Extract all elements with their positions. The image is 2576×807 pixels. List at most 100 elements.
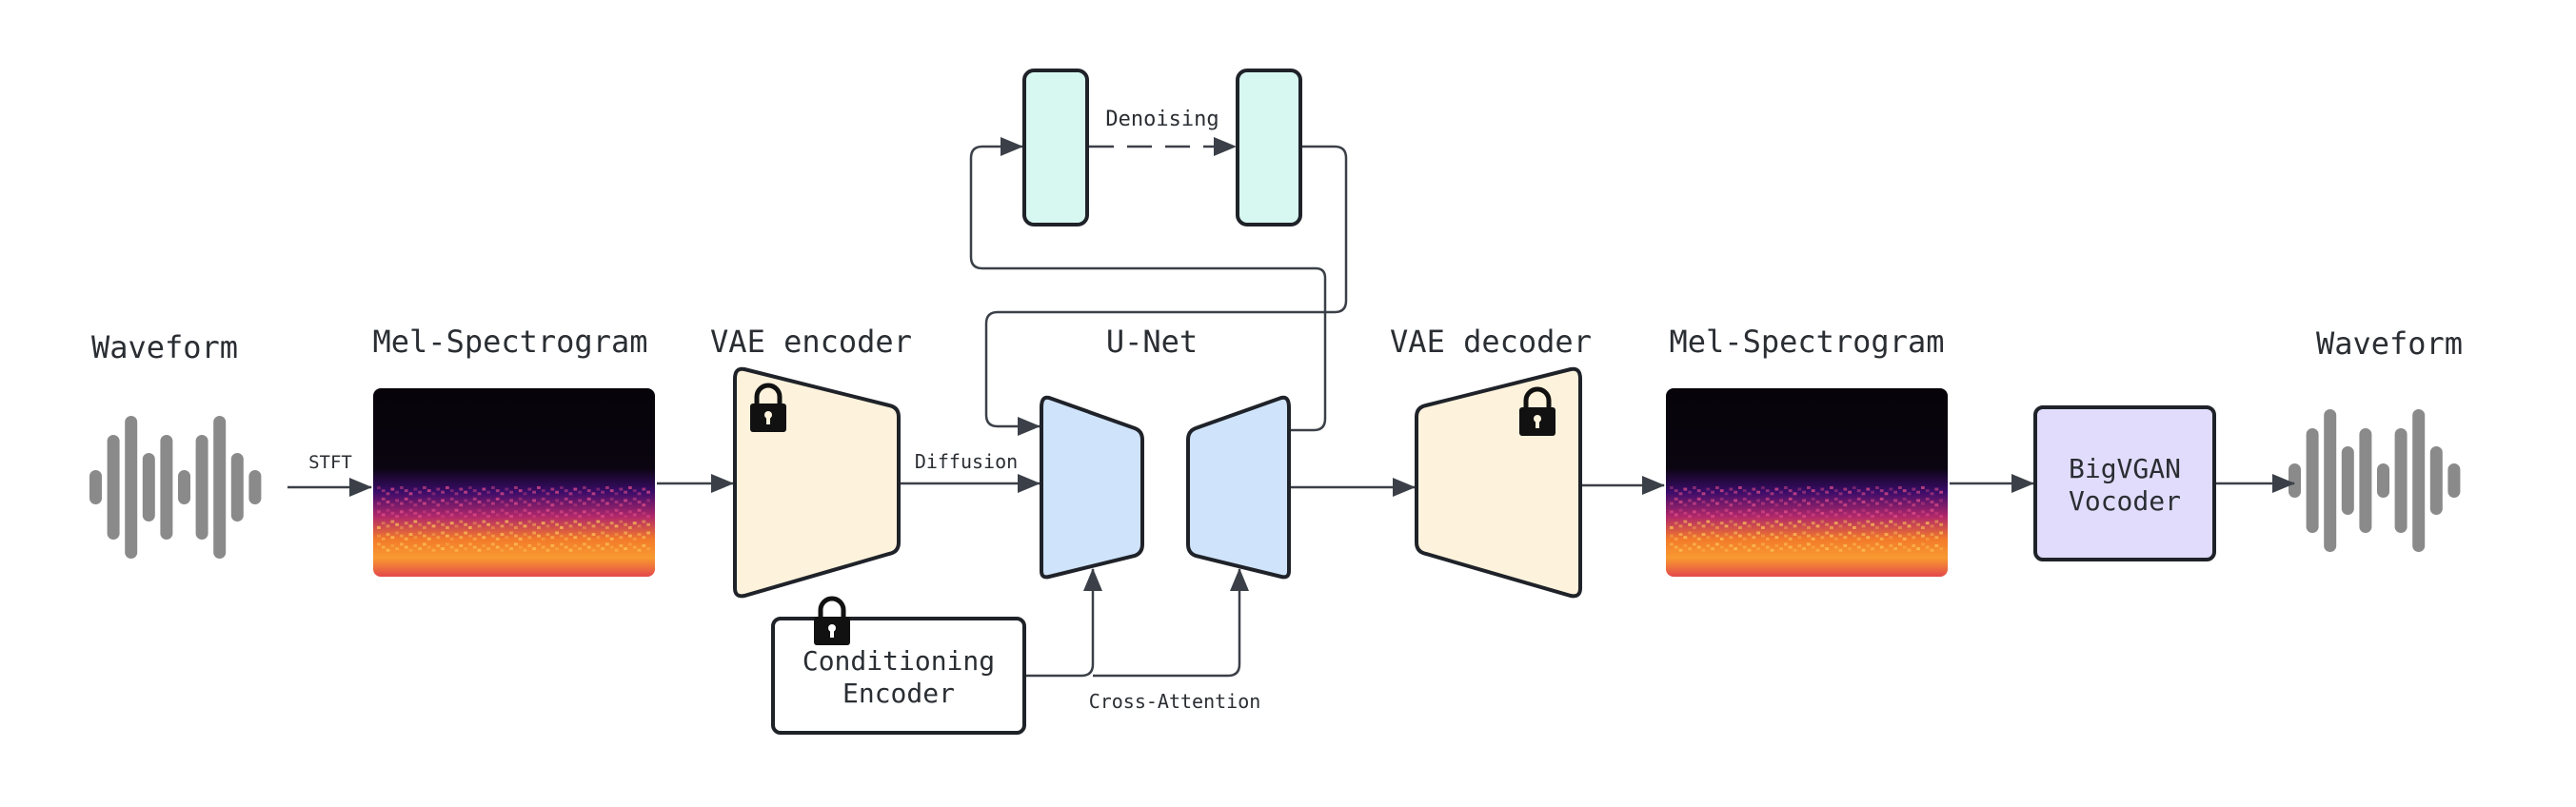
spectrogram-harmonic (1724, 533, 1729, 537)
edge-label-cross-attention: Cross-Attention (1089, 690, 1261, 713)
spectrogram-harmonic (1848, 490, 1852, 494)
spectrogram-harmonic (509, 499, 513, 502)
spectrogram-harmonic (601, 515, 604, 519)
spectrogram-harmonic (564, 489, 568, 493)
spectrogram-harmonic (1833, 545, 1838, 549)
spectrogram-harmonic (477, 548, 482, 552)
spectrogram-harmonic (509, 531, 513, 535)
spectrogram-harmonic (642, 487, 646, 491)
spectrogram-harmonic (628, 502, 632, 505)
spectrogram-harmonic (537, 534, 541, 538)
spectrogram-harmonic (564, 513, 568, 517)
spectrogram-harmonic (1747, 508, 1752, 512)
spectrogram-harmonic (1930, 548, 1934, 552)
spectrogram-harmonic (1774, 543, 1779, 547)
spectrogram-harmonic (495, 513, 500, 517)
spectrogram-harmonic (1724, 524, 1729, 528)
spectrogram-harmonic (605, 510, 609, 514)
spectrogram-harmonic (1729, 543, 1734, 547)
spectrogram-harmonic (1902, 522, 1907, 525)
spectrogram-harmonic (1902, 497, 1907, 501)
spectrogram-harmonic (1838, 508, 1843, 512)
spectrogram-harmonic (505, 503, 509, 507)
spectrogram-harmonic (1861, 548, 1866, 552)
spectrogram-harmonic (564, 537, 568, 541)
spectrogram-harmonic (1825, 531, 1829, 535)
spectrogram-harmonic (1688, 531, 1692, 535)
spectrogram-harmonic (1866, 520, 1871, 523)
spectrogram-harmonic (568, 508, 573, 512)
spectrogram-harmonic (1848, 515, 1852, 519)
spectrogram-harmonic (413, 520, 418, 523)
spectrogram-harmonic (1866, 487, 1871, 491)
spectrogram-harmonic (395, 490, 399, 494)
spectrogram-harmonic (495, 489, 500, 493)
spectrogram-harmonic (500, 548, 505, 552)
spectrogram-harmonic (527, 543, 532, 547)
spectrogram-harmonic (1711, 490, 1714, 494)
spectrogram-harmonic (637, 501, 642, 504)
spectrogram-harmonic (1889, 503, 1893, 507)
spectrogram-harmonic (505, 511, 509, 515)
spectrogram-harmonic (1747, 533, 1752, 537)
spectrogram-harmonic (545, 533, 550, 537)
spectrogram-harmonic (1934, 511, 1939, 515)
spectrogram-harmonic (454, 501, 459, 504)
spectrogram-harmonic (1670, 542, 1674, 546)
spectrogram-harmonic (1724, 548, 1729, 552)
spectrogram-harmonic (573, 511, 578, 515)
spectrogram-harmonic (637, 524, 642, 528)
spectrogram-harmonic (486, 547, 490, 551)
spectrogram-harmonic (619, 536, 624, 540)
spectrogram-harmonic (1738, 534, 1742, 538)
spectrogram-harmonic (1871, 531, 1874, 535)
waveform-bar (160, 435, 173, 540)
spectrogram-harmonic (1752, 487, 1756, 491)
spectrogram-harmonic (1861, 501, 1866, 504)
spectrogram-harmonic (1706, 503, 1711, 507)
spectrogram-harmonic (1779, 522, 1783, 526)
spectrogram-harmonic (1793, 501, 1797, 504)
spectrogram-harmonic (468, 510, 472, 514)
spectrogram-harmonic (578, 515, 582, 519)
spectrogram-harmonic (1830, 485, 1833, 489)
spectrogram-harmonic (436, 543, 441, 547)
spectrogram-harmonic (1802, 499, 1806, 502)
spectrogram-harmonic (468, 542, 472, 546)
spectrogram-harmonic (628, 525, 632, 529)
spectrogram-harmonic (482, 487, 486, 491)
spectrogram-harmonic (564, 497, 568, 501)
spectrogram-harmonic (1853, 542, 1856, 546)
spectrogram-harmonic (550, 503, 555, 507)
spectrogram-harmonic (1793, 492, 1797, 496)
spectrogram-harmonic (609, 545, 614, 549)
spectrogram-harmonic (1825, 522, 1829, 526)
spectrogram-harmonic (1738, 510, 1742, 514)
spectrogram-harmonic (1875, 525, 1879, 529)
spectrogram-harmonic (500, 524, 505, 528)
waveform-bar (2341, 446, 2354, 515)
spectrogram-harmonic (1856, 489, 1861, 493)
spectrogram-harmonic (646, 515, 650, 519)
spectrogram-harmonic (1884, 548, 1889, 552)
spectrogram-harmonic (596, 511, 601, 515)
spectrogram-harmonic (1820, 520, 1825, 523)
spectrogram-harmonic (1893, 531, 1897, 535)
spectrogram-harmonic (381, 513, 386, 517)
spectrogram-harmonic (523, 548, 527, 552)
spectrogram-harmonic (1802, 547, 1806, 551)
spectrogram-harmonic (541, 537, 545, 541)
spectrogram-harmonic (482, 536, 486, 540)
spectrogram-harmonic (619, 503, 624, 507)
spectrogram-harmonic (1701, 492, 1706, 496)
spectrogram-harmonic (390, 487, 395, 491)
conditioning-encoder-box (771, 617, 1026, 735)
spectrogram-harmonic (1833, 489, 1838, 493)
spectrogram-harmonic (1793, 533, 1797, 537)
spectrogram-harmonic (459, 487, 464, 491)
spectrogram-harmonic (482, 511, 486, 515)
spectrogram-harmonic (1921, 525, 1925, 529)
spectrogram-harmonic (1930, 533, 1934, 537)
spectrogram-harmonic (381, 497, 386, 501)
spectrogram-harmonic (1884, 508, 1889, 512)
